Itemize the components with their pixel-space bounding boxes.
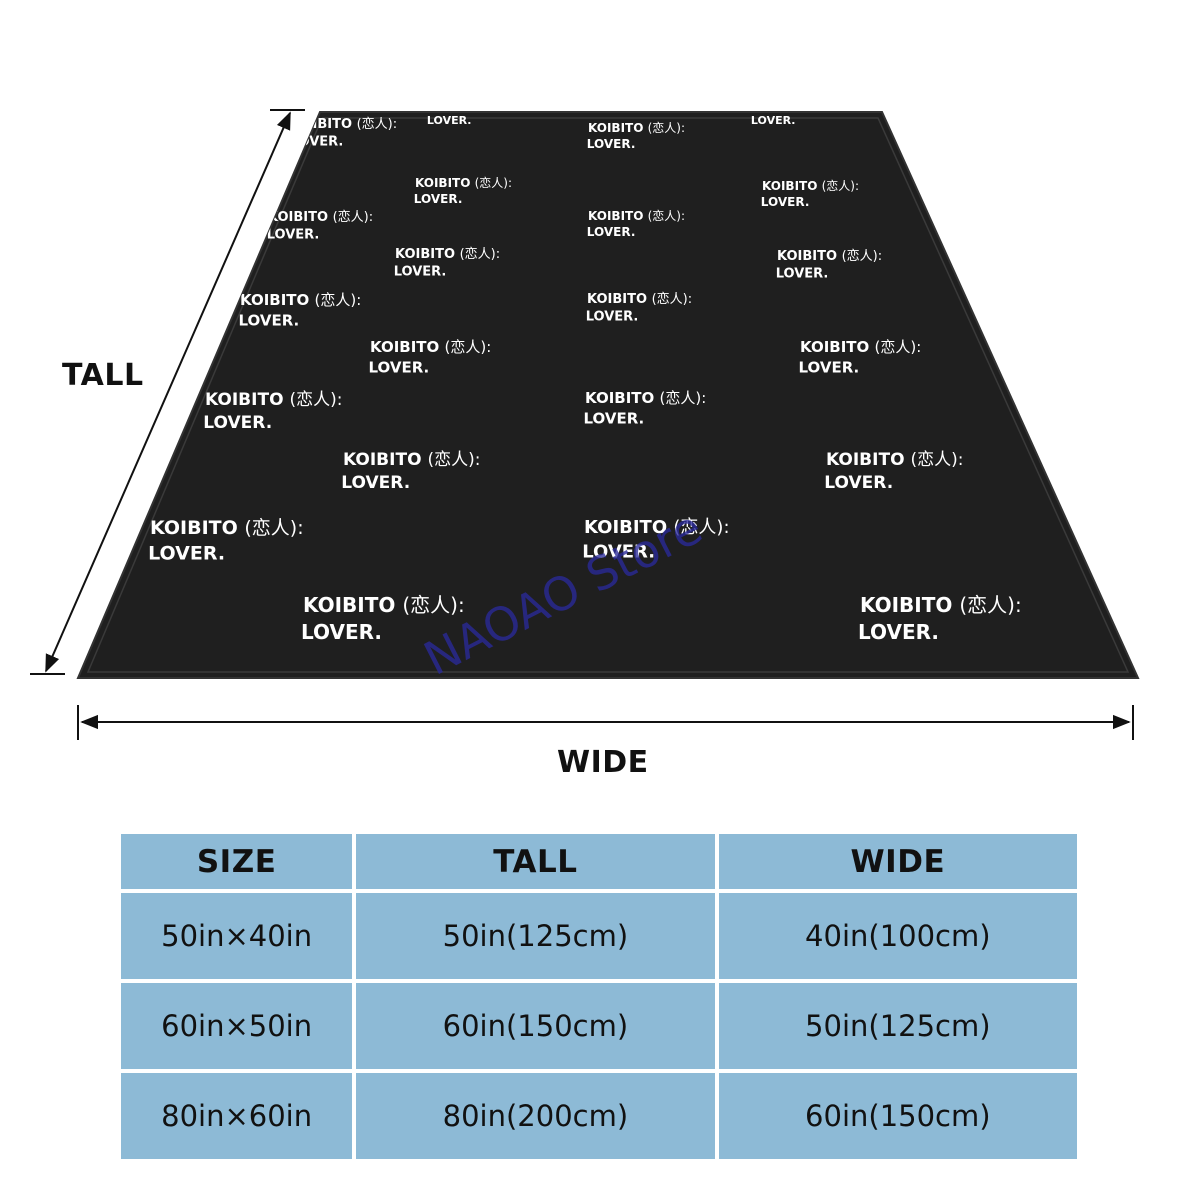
print-tile: KOIBITO (恋人): LOVER. (301, 593, 465, 644)
tall-dimension-arrow (30, 109, 305, 675)
svg-text:KOIBITO (恋人):: KOIBITO (恋人): (370, 338, 491, 356)
cell-tall: 50in(125cm) (356, 893, 715, 979)
cell-size: 80in×60in (121, 1073, 353, 1159)
svg-text:LOVER.: LOVER. (341, 473, 410, 493)
print-tile: KOIBITO (恋人): LOVER. (799, 338, 922, 376)
print-tile: KOIBITO (恋人): LOVER. (776, 248, 882, 282)
svg-text:KOIBITO (恋人):: KOIBITO (恋人): (587, 291, 692, 307)
svg-text:KOIBITO (恋人):: KOIBITO (恋人): (762, 178, 859, 193)
print-tile: KOIBITO (恋人): LOVER. (427, 98, 517, 127)
blanket-figure: KOIBITO (恋人): LOVER. KOIBITO (恋人): LOVER. KO… (30, 98, 1140, 740)
svg-text:KOIBITO (恋人):: KOIBITO (恋人): (205, 389, 342, 410)
size-table: SIZE TALL WIDE 50in×40in 50in(125cm) 40i… (117, 830, 1081, 1163)
svg-text:LOVER.: LOVER. (751, 114, 796, 127)
header-size: SIZE (121, 834, 353, 889)
svg-text:LOVER.: LOVER. (858, 620, 939, 644)
svg-text:LOVER.: LOVER. (427, 114, 472, 127)
svg-text:KOIBITO (恋人):: KOIBITO (恋人): (752, 98, 841, 112)
svg-text:LOVER.: LOVER. (301, 620, 382, 644)
print-tile: KOIBITO (恋人):LOVER. (73, 682, 245, 734)
print-tile: KOIBITO (恋人): LOVER. (369, 338, 492, 376)
svg-text:KOIBITO (恋人):: KOIBITO (恋人): (584, 516, 730, 538)
svg-text:LOVER.: LOVER. (267, 228, 320, 243)
size-table-header-row: SIZE TALL WIDE (121, 834, 1077, 889)
svg-text:LOVER.: LOVER. (587, 137, 636, 151)
svg-text:KOIBITO (恋人):: KOIBITO (恋人): (428, 98, 517, 112)
svg-text:LOVER.: LOVER. (586, 310, 639, 325)
svg-text:LOVER.: LOVER. (239, 311, 300, 329)
print-tile: KOIBITO (恋人): LOVER. (751, 98, 841, 127)
svg-text:LOVER.: LOVER. (369, 358, 430, 376)
svg-text:KOIBITO (恋人):: KOIBITO (恋人): (415, 175, 512, 190)
print-tile: KOIBITO (恋人): LOVER. (858, 593, 1022, 644)
print-tile: KOIBITO (恋人): LOVER. (584, 389, 707, 427)
cell-tall: 80in(200cm) (356, 1073, 715, 1159)
svg-text:KOIBITO (恋人):: KOIBITO (恋人): (75, 682, 245, 706)
svg-text:KOIBITO (恋人):: KOIBITO (恋人): (343, 449, 480, 470)
wide-label: WIDE (557, 745, 649, 780)
svg-text:LOVER.: LOVER. (761, 195, 810, 209)
svg-text:KOIBITO (恋人):: KOIBITO (恋人): (583, 683, 745, 707)
table-row: 50in×40in 50in(125cm) 40in(100cm) (121, 893, 1077, 979)
cell-wide: 60in(150cm) (718, 1073, 1077, 1159)
print-tile: KOIBITO (恋人): LOVER. (761, 178, 859, 209)
print-tile: KOIBITO (恋人): LOVER. (394, 246, 500, 280)
svg-text:KOIBITO (恋人):: KOIBITO (恋人): (268, 209, 373, 225)
cell-size: 60in×50in (121, 983, 353, 1069)
print-tile: KOIBITO (恋人): LOVER. (414, 175, 512, 206)
svg-text:KOIBITO (恋人):: KOIBITO (恋人): (585, 389, 706, 407)
svg-text:LOVER.: LOVER. (799, 358, 860, 376)
svg-text:KOIBITO (恋人):: KOIBITO (恋人): (303, 593, 465, 617)
header-tall: TALL (356, 834, 715, 889)
svg-text:KOIBITO (恋人):: KOIBITO (恋人): (395, 246, 500, 262)
print-tile: KOIBITO (恋人): LOVER. (587, 208, 685, 239)
svg-text:LOVER.: LOVER. (587, 225, 636, 239)
cell-size: 50in×40in (121, 893, 353, 979)
svg-text:LOVER.: LOVER. (148, 543, 225, 565)
cell-wide: 50in(125cm) (718, 983, 1077, 1069)
svg-text:LOVER.: LOVER. (584, 409, 645, 427)
svg-text:KOIBITO (恋人):: KOIBITO (恋人): (777, 248, 882, 264)
svg-text:LOVER.: LOVER. (394, 265, 447, 280)
table-row: 80in×60in 80in(200cm) 60in(150cm) (121, 1073, 1077, 1159)
svg-text:KOIBITO (恋人):: KOIBITO (恋人): (588, 120, 685, 135)
print-tile: KOIBITO (恋人): LOVER. (586, 291, 692, 325)
print-tile: KOIBITO (恋人):LOVER. (581, 683, 745, 734)
header-wide: WIDE (718, 834, 1077, 889)
svg-text:LOVER.: LOVER. (776, 267, 829, 282)
svg-text:KOIBITO (恋人):: KOIBITO (恋人): (292, 116, 397, 132)
svg-text:LOVER.: LOVER. (582, 541, 655, 562)
svg-text:LOVER.: LOVER. (824, 473, 893, 493)
svg-text:KOIBITO (恋人):: KOIBITO (恋人): (150, 517, 304, 539)
svg-text:LOVER.: LOVER. (414, 192, 463, 206)
svg-text:LOVER.: LOVER. (203, 413, 272, 433)
wide-dimension-arrow (77, 705, 1134, 740)
cell-wide: 40in(100cm) (718, 893, 1077, 979)
print-tile: KOIBITO (恋人): LOVER. (341, 449, 480, 493)
svg-text:KOIBITO (恋人):: KOIBITO (恋人): (800, 338, 921, 356)
svg-text:KOIBITO (恋人):: KOIBITO (恋人): (588, 208, 685, 223)
svg-text:KOIBITO (恋人):: KOIBITO (恋人): (240, 291, 361, 309)
svg-text:KOIBITO (恋人):: KOIBITO (恋人): (860, 593, 1022, 617)
table-row: 60in×50in 60in(150cm) 50in(125cm) (121, 983, 1077, 1069)
print-tile: KOIBITO (恋人): LOVER. (587, 120, 685, 151)
print-tile: KOIBITO (恋人): LOVER. (582, 516, 729, 562)
svg-text:LOVER.: LOVER. (291, 135, 344, 150)
tall-label: TALL (62, 358, 144, 393)
svg-text:KOIBITO (恋人):: KOIBITO (恋人): (826, 449, 963, 470)
cell-tall: 60in(150cm) (356, 983, 715, 1069)
print-tile: KOIBITO (恋人): LOVER. (824, 449, 963, 493)
